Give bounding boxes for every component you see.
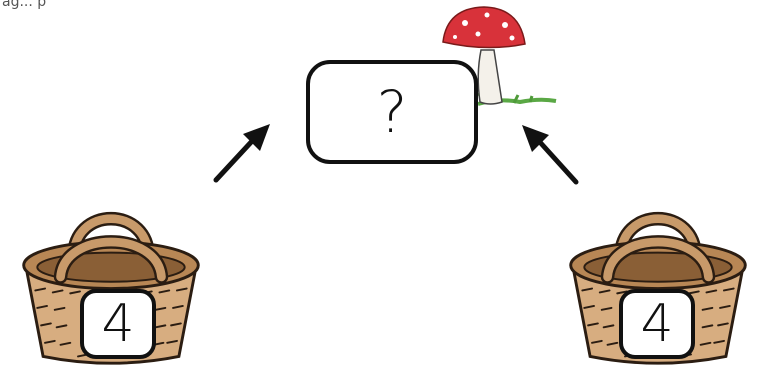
mushroom-icon <box>442 6 557 106</box>
answer-box[interactable]: ? <box>306 60 478 164</box>
left-basket-count: 4 <box>80 289 156 359</box>
arrow-up-left-icon <box>522 125 579 185</box>
right-basket-count: 4 <box>619 289 695 359</box>
cropped-text: ag... p <box>2 0 46 10</box>
arrow-up-right-icon <box>213 124 270 183</box>
